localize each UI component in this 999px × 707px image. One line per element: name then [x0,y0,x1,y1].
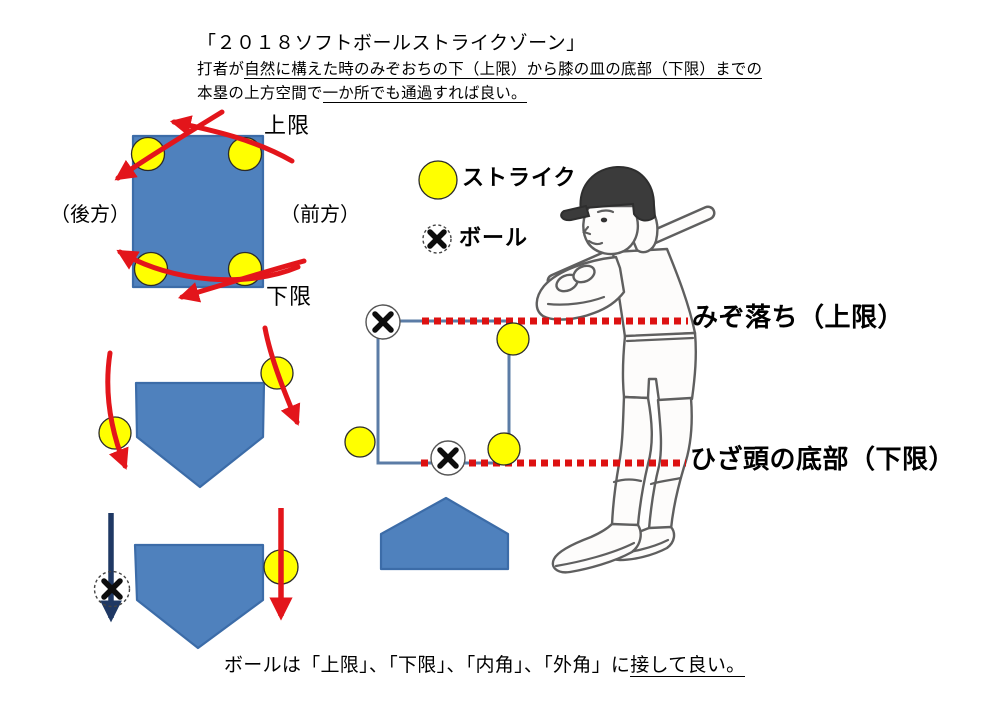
footer-note: ボールは「上限」、「下限」、「内角」、「外角」に接して良い。 [224,654,746,678]
footer-note-plain: ボールは「上限」、「下限」、「内角」、「外角」に [224,655,631,676]
strike-marker [487,432,521,466]
legend-strike-label: ストライク [462,165,577,190]
lower-limit-label: 下限 [266,284,313,309]
description-line-2: 本塁の上方空間で一か所でも通過すれば良い。 [197,84,527,103]
rear-direction-label: （後方） [50,204,130,226]
ball-legend-icon [422,224,452,254]
description-line-1: 打者が自然に構えた時のみぞおちの下（上限）から膝の皿の底部（下限）までの [197,60,763,79]
strike-marker [344,426,376,458]
swoosh-arrow [169,115,295,164]
strike-legend-icon [418,160,458,200]
strike-zone-front-view [344,304,688,571]
footer-note-underlined: 接して良い。 [630,655,746,677]
front-direction-label: （前方） [280,204,360,226]
helmet [579,165,657,222]
eye [600,217,608,223]
front-shoe [551,522,642,574]
ball-marker [93,570,131,608]
ball-x-icon [101,578,123,600]
front-sock-top [612,478,643,484]
face [582,204,639,256]
description-line-2-plain: 本塁の上方空間で [197,85,323,102]
front-sole [554,541,636,568]
home-plate-top-view-ball-strike [93,508,299,650]
legend-ball-label: ボール [459,225,529,250]
mouth [587,239,604,246]
swoosh-arrow [116,249,301,283]
description-line-2-underlined: 一か所でも通過すれば良い。 [322,85,527,103]
description-line-1-plain: 打者が [197,61,245,78]
home-plate [133,543,265,650]
ball-x-icon [437,447,459,469]
swoosh-arrow [114,109,225,181]
description-line-1-underlined: 自然に構えた時のみぞおちの下（上限）から膝の皿の底部（下限）までの [244,61,763,79]
ball-x-icon [427,229,447,249]
home-plate-pitcher-view [379,496,510,571]
solar-plexus-upper-limit-label: みぞ落ち（上限） [692,302,905,332]
shorts [621,331,697,403]
side-view-square [114,109,307,303]
helmet-brim [560,204,591,222]
belt-line [625,336,695,343]
batter-illustration [535,165,716,574]
upper-limit-label: 上限 [264,113,311,138]
pitch-path-arrow [105,350,129,470]
home-plate-top-view-strikes [98,325,301,489]
pitch-path-arrow [262,325,301,426]
forearm-line [546,295,606,306]
nose [582,225,592,236]
swoosh-arrow [177,258,307,303]
home-plate [134,381,266,489]
kneecap-lower-limit-label: ひざ頭の底部（下限） [690,444,956,474]
hand-upper [572,264,596,284]
diagram-title: 「２０１８ソフトボールストライクゾーン」 [197,33,586,54]
ball-x-icon [372,311,394,333]
legend-markers [418,160,458,254]
back-sock-top [649,476,683,486]
strike-marker [496,322,530,356]
eyebrow [596,209,615,214]
